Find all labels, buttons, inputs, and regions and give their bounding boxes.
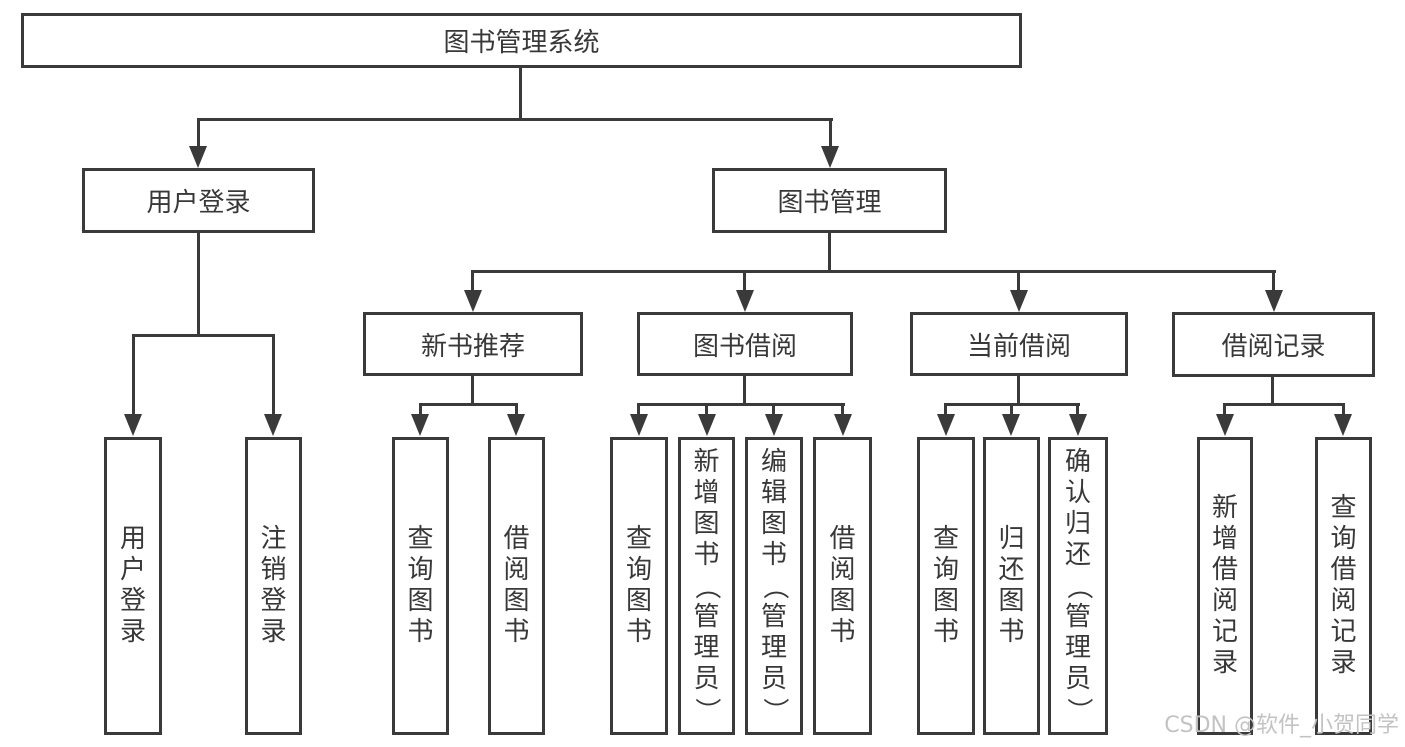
arrowhead-g3-leaf2 <box>698 414 716 436</box>
node-book-mgmt-label: 图书管理 <box>777 188 882 218</box>
arrowhead-borrow-record <box>1265 290 1283 312</box>
node-user-login-label: 用户登录 <box>146 188 251 218</box>
connector-g4-stem1 <box>944 403 947 416</box>
arrowhead-g3-leaf3 <box>765 414 783 436</box>
connector-g4-down <box>1017 374 1020 405</box>
connector-g2-rail <box>419 403 518 406</box>
connector-g4-stem2 <box>1010 403 1013 416</box>
node-root: 图书管理系统 <box>21 13 1022 68</box>
node-leaf-user-login: 用户登录 <box>104 437 162 735</box>
connector-g2-down <box>471 374 474 405</box>
connector-g5-rail <box>1223 403 1345 406</box>
node-leaf-br-add-record: 新增借阅记录 <box>1197 437 1253 735</box>
arrowhead-g2-leaf2 <box>507 414 525 436</box>
node-borrow-record-label: 借阅记录 <box>1221 332 1326 362</box>
node-book-mgmt: 图书管理 <box>712 168 947 233</box>
arrowhead-g4-leaf2 <box>1002 414 1020 436</box>
connector-g3-stem4 <box>841 403 844 416</box>
connector-g5-stem2 <box>1342 403 1345 416</box>
node-leaf-bb-add-book: 新增图书（管理员） <box>678 437 735 735</box>
connector-new-book-rec-stem <box>471 270 474 292</box>
connector-user-login-down <box>197 231 200 336</box>
connector-book-mgmt-down <box>828 231 831 272</box>
connector-g5-stem1 <box>1223 403 1226 416</box>
node-leaf-bb-query-book: 查询图书 <box>610 437 668 735</box>
connector-root-stem <box>519 66 522 119</box>
node-new-book-rec: 新书推荐 <box>363 312 583 376</box>
node-leaf-cb-confirm-return: 确认归还（管理员） <box>1048 437 1108 735</box>
connector-g3-stem2 <box>705 403 708 416</box>
node-borrow-record: 借阅记录 <box>1172 312 1375 377</box>
node-root-label: 图书管理系统 <box>443 28 600 58</box>
arrowhead-user-login <box>189 146 207 168</box>
connector-book-borrow-stem <box>743 270 746 292</box>
node-leaf-bb-borrow-book: 借阅图书 <box>813 437 872 735</box>
arrowhead-g4-leaf3 <box>1069 414 1087 436</box>
connector-user-login-stem <box>197 118 200 149</box>
connector-g2-stem2 <box>515 403 518 416</box>
connector-book-mgmt-stem <box>829 118 832 149</box>
arrowhead-g5-leaf1 <box>1216 414 1234 436</box>
connector-g3-rail <box>637 403 845 406</box>
connector-g2-stem1 <box>419 403 422 416</box>
arrowhead-current-borrow <box>1010 290 1028 312</box>
arrowhead-g4-leaf1 <box>937 414 955 436</box>
node-book-borrow-label: 图书借阅 <box>692 331 797 362</box>
node-leaf-rec-borrow-book: 借阅图书 <box>488 437 545 735</box>
arrowhead-book-mgmt <box>821 146 839 168</box>
connector-current-borrow-stem <box>1017 270 1020 292</box>
connector-g5-down <box>1271 374 1274 405</box>
node-leaf-cb-return-book: 归还图书 <box>983 437 1040 735</box>
arrowhead-g2-leaf1 <box>411 414 429 436</box>
node-user-login: 用户登录 <box>82 168 315 233</box>
node-leaf-logout: 注销登录 <box>245 437 302 735</box>
arrowhead-g3-leaf1 <box>630 414 648 436</box>
node-current-borrow-label: 当前借阅 <box>966 331 1071 362</box>
arrowhead-g3-leaf4 <box>834 414 852 436</box>
arrowhead-g1-leaf1 <box>124 414 142 436</box>
connector-level2-rail <box>197 118 833 121</box>
connector-g3-stem3 <box>772 403 775 416</box>
connector-g3-stem1 <box>637 403 640 416</box>
connector-g1-stem1 <box>132 334 135 416</box>
connector-borrow-record-stem <box>1272 270 1275 292</box>
arrowhead-g5-leaf2 <box>1334 414 1352 436</box>
connector-g1-stem2 <box>272 334 275 416</box>
connector-g1-rail <box>132 334 275 337</box>
arrowhead-book-borrow <box>736 290 754 312</box>
node-book-borrow: 图书借阅 <box>637 312 853 376</box>
node-new-book-rec-label: 新书推荐 <box>420 331 525 362</box>
node-leaf-cb-query-book: 查询图书 <box>917 437 975 735</box>
node-leaf-bb-edit-book: 编辑图书（管理员） <box>745 437 803 735</box>
connector-g4-stem3 <box>1076 403 1079 416</box>
node-current-borrow: 当前借阅 <box>910 312 1128 376</box>
watermark: CSDN @软件_小贺同学 <box>1164 713 1399 738</box>
arrowhead-new-book-rec <box>464 290 482 312</box>
node-leaf-rec-query-book: 查询图书 <box>392 437 449 735</box>
connector-g3-down <box>743 374 746 405</box>
node-leaf-br-query-record: 查询借阅记录 <box>1315 437 1372 735</box>
connector-level3-rail <box>471 270 1276 273</box>
arrowhead-g1-leaf2 <box>264 414 282 436</box>
